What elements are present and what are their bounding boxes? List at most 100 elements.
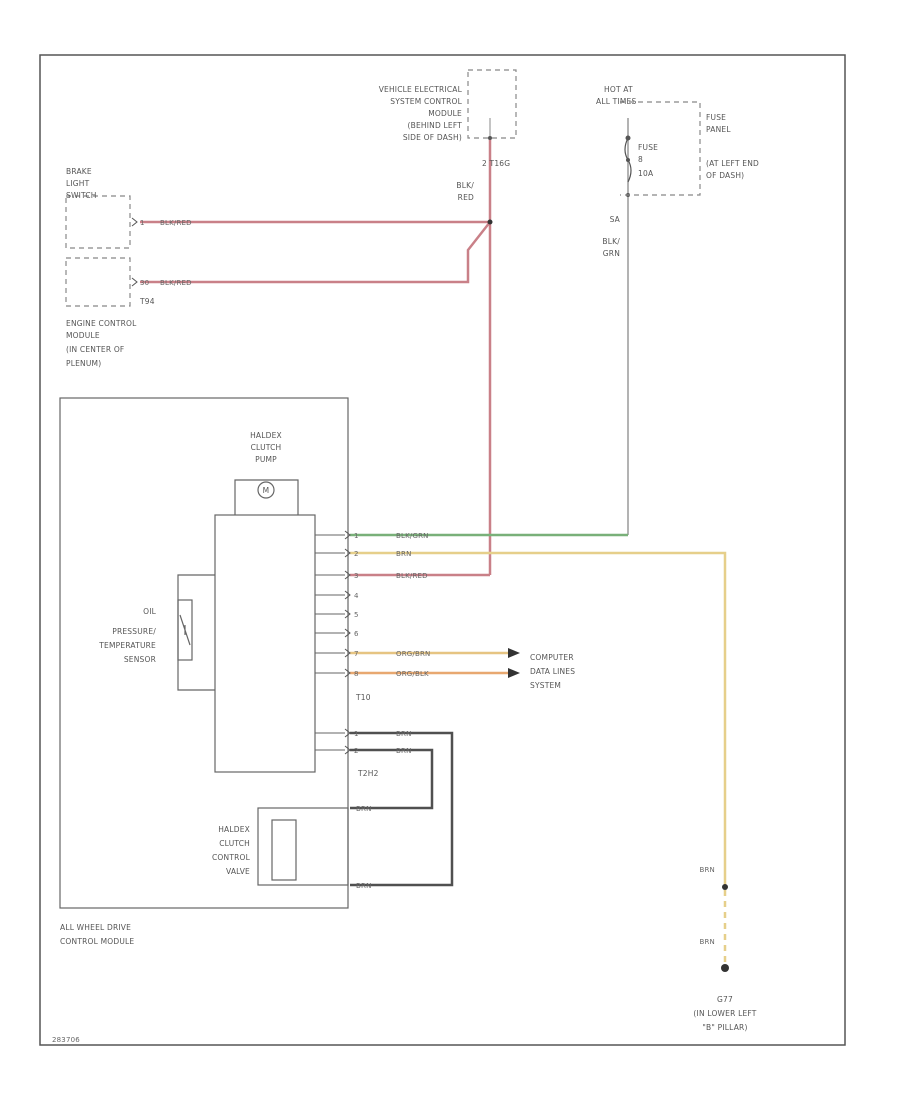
pin-number: 6 xyxy=(354,630,359,638)
fuse-icon xyxy=(624,137,632,183)
wire-label: ORG/BRN xyxy=(396,650,430,658)
awd-inner-box xyxy=(214,514,316,773)
brake-switch-box xyxy=(65,195,131,249)
wire-label: ORG/BLK xyxy=(396,670,429,678)
motor-icon xyxy=(257,481,275,499)
awd-module-box xyxy=(59,397,349,909)
sensor-label-2: PRESSURE/ xyxy=(112,627,156,636)
vecm-box xyxy=(467,69,517,139)
vecm-label-5: SIDE OF DASH) xyxy=(403,133,462,142)
fuse-wire-label-1: SA xyxy=(610,215,621,224)
pin-leads xyxy=(315,534,345,751)
hot-label-1: HOT AT xyxy=(604,85,633,94)
sensor-element xyxy=(177,599,193,661)
pump-label-2: CLUTCH xyxy=(251,443,282,452)
ground-wire-label-1: BRN xyxy=(699,866,715,874)
brake-label-3: SWITCH xyxy=(66,191,97,200)
brake-label-1: BRAKE xyxy=(66,167,92,176)
ecm-wire-label: BLK/RED xyxy=(160,279,192,287)
sensor-label-1: OIL xyxy=(143,607,157,616)
fuse-panel-label-4: OF DASH) xyxy=(706,171,744,180)
fuse-panel-label-3: (AT LEFT END xyxy=(706,159,759,168)
pin-number: 2 xyxy=(354,550,359,558)
valve-label-1: HALDEX xyxy=(218,825,250,834)
ground-icon xyxy=(721,964,729,972)
brake-label-2: LIGHT xyxy=(66,179,90,188)
sensor-label-4: SENSOR xyxy=(124,655,156,664)
ecm-label-3: (IN CENTER OF xyxy=(66,345,124,354)
pin-number: 1 xyxy=(354,532,359,540)
fuse-wire-label-3: GRN xyxy=(603,249,620,258)
valve-label-4: VALVE xyxy=(226,867,250,876)
vecm-label-1: VEHICLE ELECTRICAL xyxy=(379,85,463,94)
ecm-connector-label: T94 xyxy=(139,297,155,306)
vecm-label-4: (BEHIND LEFT xyxy=(407,121,462,130)
ecm-label-2: MODULE xyxy=(66,331,100,340)
fuse-panel-box xyxy=(620,101,701,196)
arrow-icon xyxy=(508,648,520,658)
wire-valve-1 xyxy=(350,731,454,887)
pin-number: 3 xyxy=(354,572,359,580)
pin-number: 2 xyxy=(354,747,359,755)
valve-coil xyxy=(271,819,297,881)
pin-number: 8 xyxy=(354,670,359,678)
ecm-label-4: PLENUM) xyxy=(66,359,101,368)
splice-dot xyxy=(488,136,492,140)
fuse-panel-label-1: FUSE xyxy=(706,113,726,122)
wire-label: BLK/GRN xyxy=(396,532,429,540)
splice-dot xyxy=(487,219,493,225)
ecm-label-1: ENGINE CONTROL xyxy=(66,319,137,328)
wire-ecm-blk-red xyxy=(140,221,491,284)
splice-dot xyxy=(722,884,728,890)
sensor-box xyxy=(177,574,215,691)
wire-label: BRN xyxy=(396,747,412,755)
wire-label: BRN xyxy=(356,805,372,813)
valve-box xyxy=(257,807,349,886)
vecm-pin-label: 2 T16G xyxy=(482,159,510,168)
sensor-label-3: TEMPERATURE xyxy=(98,641,156,650)
pin-number: 7 xyxy=(354,650,359,658)
ground-label-1: G77 xyxy=(717,995,733,1004)
arrow-icon xyxy=(508,668,520,678)
wire-pin2-brn xyxy=(350,551,727,885)
vecm-wire-label-1: BLK/ xyxy=(456,181,474,190)
fuse-label-1: FUSE xyxy=(638,143,658,152)
vecm-label-3: MODULE xyxy=(428,109,462,118)
wire-valve-2 xyxy=(350,748,434,810)
pin-number: 4 xyxy=(354,592,359,600)
t10-label: T10 xyxy=(355,693,371,702)
valve-label-2: CLUTCH xyxy=(219,839,250,848)
vecm-wire-label-2: RED xyxy=(458,193,474,202)
fuse-panel-label-2: PANEL xyxy=(706,125,731,134)
computer-label-2: DATA LINES xyxy=(530,667,575,676)
fuse-wire-label-2: BLK/ xyxy=(602,237,620,246)
pin-number: 1 xyxy=(354,730,359,738)
computer-label-1: COMPUTER xyxy=(530,653,574,662)
ground-label-2: (IN LOWER LEFT xyxy=(693,1009,756,1018)
pin-markers xyxy=(131,217,351,755)
computer-label-3: SYSTEM xyxy=(530,681,561,690)
pump-label-3: PUMP xyxy=(255,455,277,464)
ground-label-3: "B" PILLAR) xyxy=(702,1023,747,1032)
vecm-label-2: SYSTEM CONTROL xyxy=(390,97,462,106)
brake-wire-label: BLK/RED xyxy=(160,219,192,227)
ground-wire-label-2: BRN xyxy=(699,938,715,946)
valve-label-3: CONTROL xyxy=(212,853,251,862)
diagram-frame xyxy=(39,54,846,1046)
hot-label-2: ALL TIMES xyxy=(596,97,636,106)
brake-pin-label: 1 xyxy=(140,219,145,227)
fuse-label-2: 8 xyxy=(638,155,643,164)
motor-label: M xyxy=(263,486,270,495)
fuse-label-3: 10A xyxy=(638,169,654,178)
wire-label: BRN xyxy=(396,550,412,558)
wire-label: BRN xyxy=(356,882,372,890)
footer-code: 283706 xyxy=(52,1036,80,1044)
sensor-symbol xyxy=(179,614,191,646)
ecm-box xyxy=(65,257,131,307)
awd-label-2: CONTROL MODULE xyxy=(60,937,134,946)
wire-label: BLK/RED xyxy=(396,572,428,580)
t2h-label: T2H2 xyxy=(357,769,379,778)
ecm-pin-label: 30 xyxy=(140,279,149,287)
awd-label-1: ALL WHEEL DRIVE xyxy=(60,923,131,932)
